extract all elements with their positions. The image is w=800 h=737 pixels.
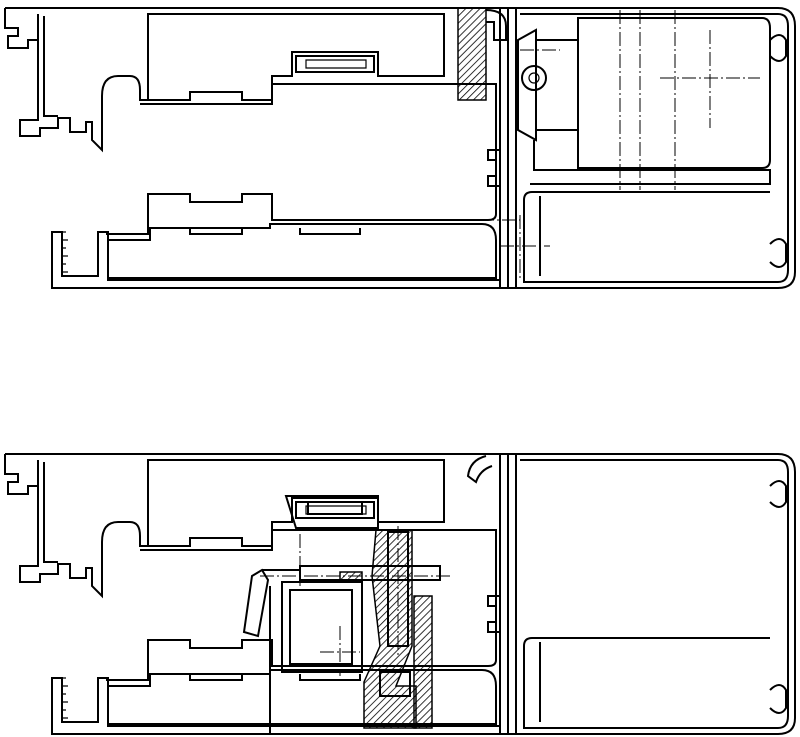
hatched-seal-block <box>457 7 487 101</box>
gasket <box>466 455 493 484</box>
handle-lever <box>242 568 270 638</box>
motor-housing <box>577 17 771 169</box>
gear-box <box>281 581 363 673</box>
lock-cover <box>284 495 379 529</box>
lower-section <box>4 453 796 735</box>
upper-section <box>4 7 796 289</box>
bolt <box>387 531 409 647</box>
drive-shaft <box>521 65 547 91</box>
lock-bar <box>299 565 441 581</box>
gasket <box>485 9 507 41</box>
